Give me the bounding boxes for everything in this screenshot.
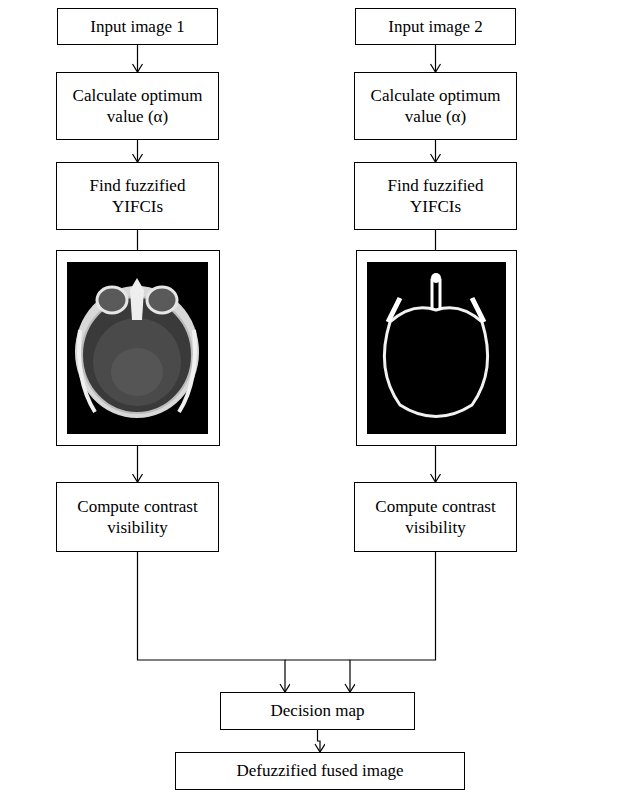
merge-line — [285, 659, 350, 660]
arrow-connector — [435, 140, 436, 162]
box-label: Defuzzified fused image — [236, 760, 403, 781]
process-box: Calculate optimum value (α) — [56, 72, 219, 140]
box-label: Compute contrast visibility — [65, 496, 210, 539]
process-box: Defuzzified fused image — [175, 752, 465, 790]
ct-image — [367, 262, 506, 434]
box-label: Decision map — [271, 700, 365, 721]
process-box: Calculate optimum value (α) — [354, 72, 517, 140]
arrow-connector — [137, 230, 138, 482]
process-box: Find fuzzified YIFCIs — [56, 162, 219, 230]
image-frame — [57, 251, 220, 446]
mri-image — [67, 262, 208, 434]
box-label: Find fuzzified YIFCIs — [363, 175, 508, 218]
box-label: Input image 1 — [90, 16, 184, 37]
process-box: Find fuzzified YIFCIs — [354, 162, 517, 230]
box-label: Input image 2 — [388, 16, 482, 37]
box-label: Calculate optimum value (α) — [65, 85, 210, 128]
process-box: Compute contrast visibility — [354, 482, 517, 552]
process-box: Input image 2 — [355, 8, 516, 45]
box-label: Find fuzzified YIFCIs — [65, 175, 210, 218]
box-label: Compute contrast visibility — [363, 496, 508, 539]
arrow-connector — [138, 552, 286, 692]
image-frame — [357, 251, 517, 446]
process-box: Decision map — [220, 692, 415, 730]
arrow-connector — [435, 230, 436, 482]
arrow-connector — [318, 730, 321, 752]
arrow-connector — [137, 140, 138, 162]
arrow-connector — [137, 45, 138, 72]
box-label: Calculate optimum value (α) — [363, 85, 508, 128]
process-box: Input image 1 — [57, 8, 218, 45]
arrow-connector — [435, 45, 436, 72]
arrow-connector — [350, 552, 436, 692]
process-box: Compute contrast visibility — [56, 482, 219, 552]
